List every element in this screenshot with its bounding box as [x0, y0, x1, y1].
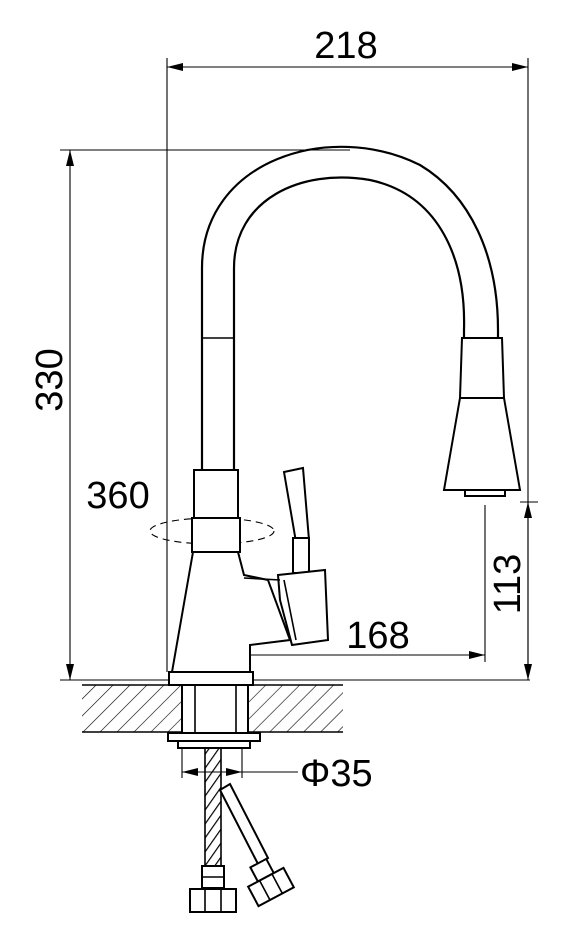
supply-hose-straight: [189, 747, 237, 913]
rotation-label: 360: [86, 475, 149, 517]
gooseneck-spout: [200, 145, 500, 470]
height-dimension: 330: [29, 149, 530, 681]
spout-height-label: 113: [487, 554, 529, 615]
mount-diameter-dimension: Φ35: [181, 748, 373, 795]
swivel-collar: [191, 469, 241, 553]
supply-hose-angled: [218, 782, 296, 908]
spray-head: [442, 337, 522, 497]
lever-handle: [243, 466, 330, 647]
countertop: [82, 684, 343, 733]
spout-reach-dimension: 168: [209, 505, 486, 672]
faucet-base: [168, 551, 292, 686]
spout-height-dimension: 113: [487, 501, 538, 680]
mounting-shank: [167, 684, 261, 749]
height-label: 330: [29, 348, 71, 411]
spout-reach-label: 168: [346, 615, 409, 657]
width-label: 218: [314, 25, 377, 67]
width-dimension: 218: [166, 25, 529, 672]
diameter-label: Φ35: [300, 753, 373, 795]
